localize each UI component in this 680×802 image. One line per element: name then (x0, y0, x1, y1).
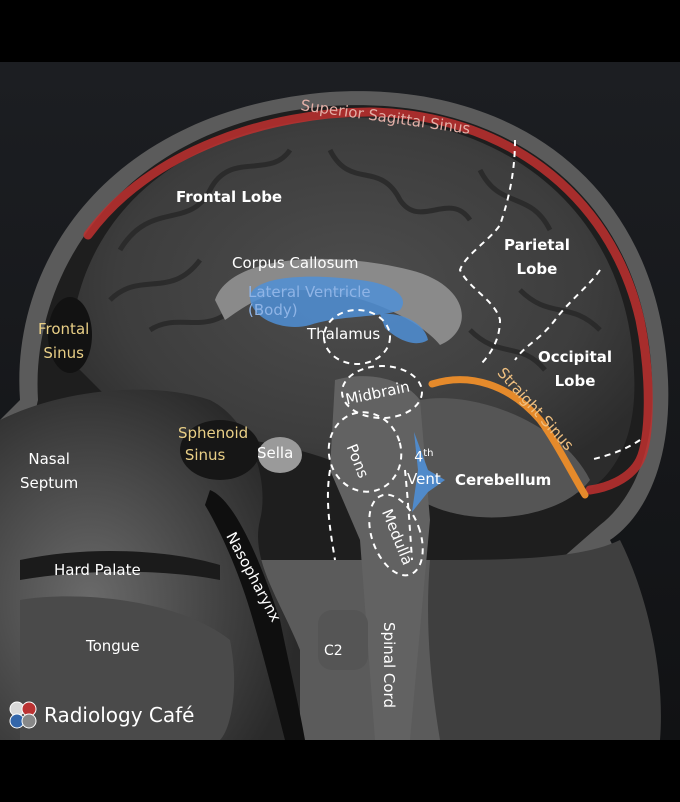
label-fourth-number: 4 (414, 449, 424, 466)
occipital-boundary (514, 269, 601, 361)
label-sphenoid-line1: Sphenoid (178, 424, 249, 442)
label-frontal-sinus-line2: Sinus (43, 344, 84, 362)
superior-sagittal-sinus-line (83, 107, 653, 495)
neck-posterior (428, 540, 661, 740)
sphenoid-sinus-shape (180, 420, 260, 480)
c2-vertebra-shape (318, 610, 368, 670)
parietal-occipital-boundary (458, 139, 516, 366)
label-parietal-line2: Lobe (516, 260, 558, 278)
frontal-sinus-shape (48, 297, 92, 373)
label-fourth-vent-line2: Vent (407, 470, 441, 489)
label-corpus-callosum: Corpus Callosum (232, 254, 359, 272)
sella-shape (258, 437, 302, 473)
lateral-ventricle-shape (250, 276, 404, 327)
lateral-ventricle-tail (380, 313, 428, 344)
label-lateral-ventricle: Lateral Ventricle (Body) (248, 283, 371, 319)
label-thalamus: Thalamus (307, 325, 381, 343)
label-parietal-line1: Parietal (504, 236, 570, 254)
tongue-shape (20, 596, 235, 740)
label-frontal-sinus: Frontal Sinus (38, 320, 89, 362)
label-spinal-cord: Spinal Cord (379, 622, 398, 708)
bottom-black-band (0, 740, 680, 802)
dashed-outlines (323, 139, 641, 577)
pons-outline (327, 411, 403, 493)
cerebellum-shape (420, 398, 590, 518)
label-occipital-lobe: Occipital Lobe (538, 348, 612, 390)
cerebellum-boundary (589, 439, 641, 461)
label-fourth-suffix: th (423, 448, 434, 459)
label-hard-palate: Hard Palate (54, 561, 141, 579)
label-fourth-vent-line1: 4th (407, 448, 441, 466)
medulla-outline (368, 493, 424, 577)
label-tongue: Tongue (86, 637, 140, 655)
thalamus-outline (323, 309, 391, 365)
brand-watermark: Radiology Café (8, 698, 194, 732)
label-lateral-ventricle-line2: (Body) (248, 301, 298, 319)
label-lateral-ventricle-line1: Lateral Ventricle (248, 283, 371, 301)
label-nasal-line2: Septum (20, 474, 79, 492)
straight-sinus-line (428, 376, 589, 499)
label-cerebellum: Cerebellum (455, 471, 552, 489)
fourth-ventricle-shape (412, 432, 445, 512)
label-nasal-line1: Nasal (28, 450, 70, 468)
vent-dash (404, 469, 413, 561)
label-frontal-sinus-line1: Frontal (38, 320, 90, 338)
label-c2: C2 (324, 643, 343, 659)
brand-name: Radiology Café (44, 703, 195, 727)
label-sella: Sella (257, 444, 294, 462)
top-black-band (0, 0, 680, 62)
radiology-cafe-logo-icon (9, 701, 37, 729)
label-occipital-line2: Lobe (554, 372, 596, 390)
brainstem-anterior-dash (326, 469, 336, 561)
midbrain-outline (341, 365, 423, 419)
label-sphenoid-line2: Sinus (184, 446, 226, 464)
label-fourth-vent: 4th Vent (407, 448, 441, 488)
label-parietal-lobe: Parietal Lobe (504, 236, 570, 278)
label-occipital-line1: Occipital (538, 348, 612, 366)
label-sphenoid-sinus: Sphenoid Sinus (178, 424, 248, 464)
hard-palate-shape (20, 550, 220, 580)
label-nasal-septum: Nasal Septum (20, 450, 78, 492)
nasopharynx-airway (205, 490, 305, 740)
label-frontal-lobe: Frontal Lobe (176, 188, 283, 206)
